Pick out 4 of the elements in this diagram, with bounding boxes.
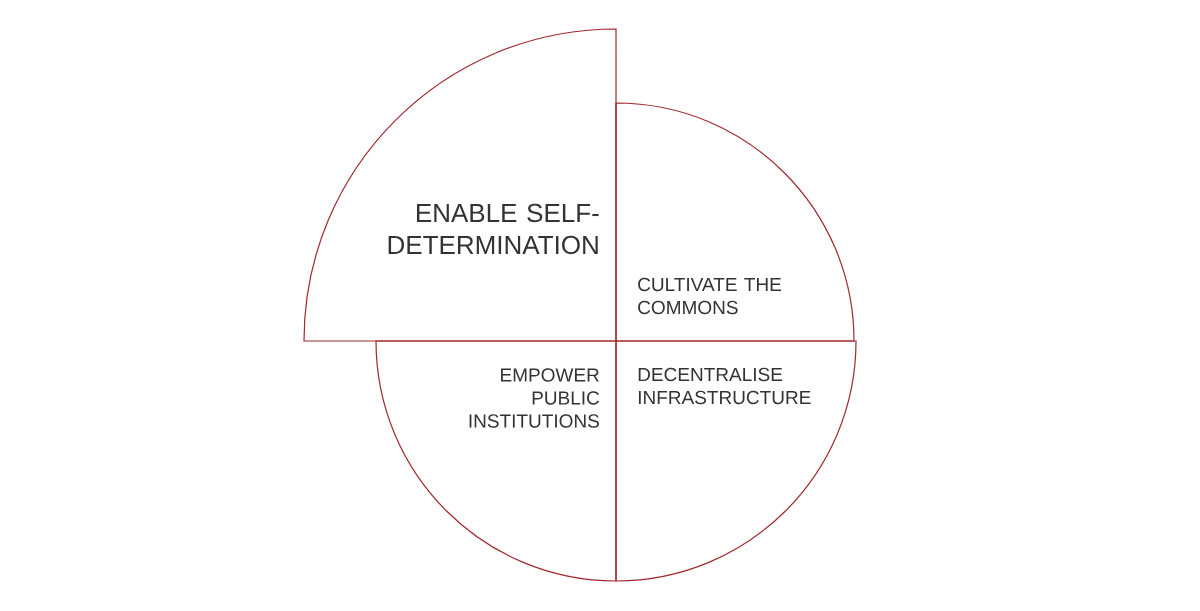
sector: CULTIVATE THE COMMONS <box>615 102 855 342</box>
sector: DECENTRALISE INFRASTRUCTURE <box>615 340 857 582</box>
sector: EMPOWER PUBLIC INSTITUTIONS <box>375 340 617 582</box>
sector: ENABLE SELF-DETERMINATION <box>303 28 617 342</box>
